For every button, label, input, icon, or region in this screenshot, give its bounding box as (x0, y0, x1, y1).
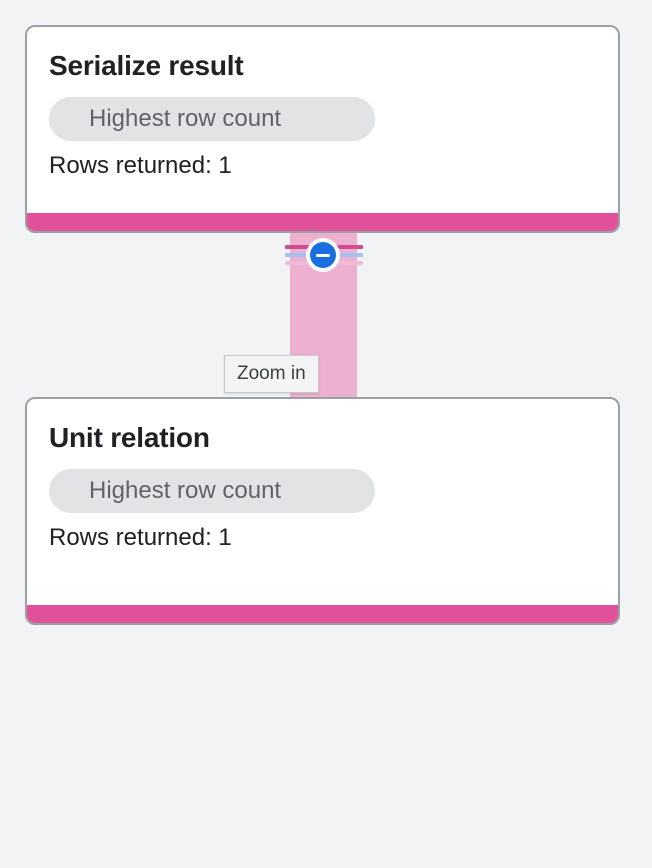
zoom-track-bar (285, 261, 323, 265)
node-card-body: Serialize result Highest row count Rows … (27, 27, 618, 183)
zoom-track-bar (285, 253, 323, 257)
zoom-slider-track-right[interactable] (323, 243, 363, 267)
node-accent-bar (27, 605, 618, 623)
zoom-track-bar (323, 245, 363, 249)
node-card[interactable]: Unit relation Highest row count Rows ret… (25, 397, 620, 625)
zoom-slider-track-left[interactable] (285, 243, 323, 267)
zoom-handle-disc (310, 242, 336, 268)
status-badge: Highest row count (49, 469, 375, 513)
rows-returned-label: Rows returned: 1 (49, 152, 232, 179)
node-card-body: Unit relation Highest row count Rows ret… (27, 399, 618, 555)
node-title: Serialize result (49, 50, 244, 81)
zoom-track-bar (285, 245, 323, 249)
zoom-out-button[interactable] (306, 238, 340, 272)
status-badge: Highest row count (49, 97, 375, 141)
rows-returned-label: Rows returned: 1 (49, 524, 232, 551)
node-accent-bar (27, 213, 618, 231)
node-card[interactable]: Serialize result Highest row count Rows … (25, 25, 620, 233)
node-title: Unit relation (49, 422, 210, 453)
zoom-in-tooltip: Zoom in (224, 355, 319, 393)
zoom-track-bar (323, 253, 363, 257)
minus-icon (316, 253, 330, 257)
zoom-track-bar (323, 261, 363, 265)
